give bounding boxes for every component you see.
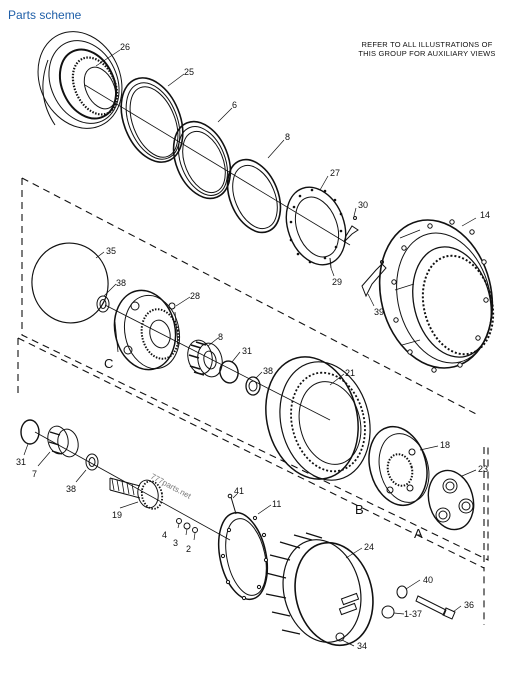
callout-41: 41 bbox=[234, 486, 244, 496]
note-line-1: REFER TO ALL ILLUSTRATIONS OF bbox=[361, 40, 493, 49]
part-8-bearing-race bbox=[226, 158, 282, 234]
callout-leaders bbox=[23, 49, 477, 647]
auxiliary-views-note: REFER TO ALL ILLUSTRATIONS OF THIS GROUP… bbox=[352, 40, 502, 58]
callout-39: 39 bbox=[374, 307, 384, 317]
part-19-sun-gear-shaft bbox=[109, 477, 164, 510]
callout-29: 29 bbox=[332, 277, 342, 287]
callout-38-lower: 38 bbox=[66, 484, 76, 494]
part-35-o-ring bbox=[31, 242, 109, 324]
part-25-seal bbox=[120, 77, 184, 163]
view-letters: A B C bbox=[104, 356, 423, 541]
part-27-flange bbox=[285, 186, 347, 266]
callout-35: 35 bbox=[106, 246, 116, 256]
part-38-thrust-washer-lower bbox=[85, 453, 99, 471]
callout-25: 25 bbox=[184, 67, 194, 77]
part-41-bolt bbox=[227, 493, 237, 515]
part-4-3-2-fasteners bbox=[176, 518, 198, 533]
callout-2: 2 bbox=[186, 544, 191, 554]
callout-8-bearing: 8 bbox=[218, 332, 223, 342]
callout-27: 27 bbox=[330, 168, 340, 178]
callout-31-lower: 31 bbox=[16, 457, 26, 467]
callout-23: 23 bbox=[478, 464, 488, 474]
part-11-gasket bbox=[217, 511, 269, 601]
part-39-bracket bbox=[361, 260, 387, 298]
view-letter-a: A bbox=[414, 526, 423, 541]
dashed-group-outline bbox=[17, 177, 489, 625]
part-26-housing bbox=[37, 31, 123, 129]
callout-6: 6 bbox=[232, 100, 237, 110]
callout-14: 14 bbox=[480, 210, 490, 220]
part-14-ring-gear bbox=[378, 219, 495, 373]
part-31-snap-ring-upper bbox=[219, 360, 239, 384]
callout-8-race: 8 bbox=[285, 132, 290, 142]
callout-38-upper: 38 bbox=[116, 278, 126, 288]
callout-24: 24 bbox=[364, 542, 374, 552]
part-21-ring-gear bbox=[265, 356, 371, 481]
part-31-snap-ring-lower bbox=[20, 419, 40, 445]
view-letter-b: B bbox=[355, 502, 364, 517]
part-28-planet-carrier bbox=[113, 289, 181, 371]
callout-30: 30 bbox=[358, 200, 368, 210]
part-30-clip bbox=[343, 216, 359, 243]
callout-3: 3 bbox=[173, 538, 178, 548]
part-23-planet-carrier bbox=[427, 469, 475, 531]
callout-40: 40 bbox=[423, 575, 433, 585]
callout-28: 28 bbox=[190, 291, 200, 301]
callout-26: 26 bbox=[120, 42, 130, 52]
part-6-seal bbox=[172, 120, 232, 200]
view-letter-c: C bbox=[104, 356, 113, 371]
callout-21: 21 bbox=[345, 368, 355, 378]
part-40-washer bbox=[396, 585, 408, 599]
callout-labels: 26 25 6 8 27 30 14 29 39 35 38 28 8 31 3… bbox=[16, 42, 490, 651]
callout-38-middle: 38 bbox=[263, 366, 273, 376]
page-title: Parts scheme bbox=[8, 8, 82, 22]
callout-11: 11 bbox=[272, 499, 281, 509]
callout-19: 19 bbox=[112, 510, 122, 520]
note-line-2: THIS GROUP FOR AUXILIARY VIEWS bbox=[358, 49, 496, 58]
callout-7: 7 bbox=[32, 469, 37, 479]
part-1-37-plug bbox=[381, 605, 395, 619]
callout-18: 18 bbox=[440, 440, 450, 450]
callout-31-upper: 31 bbox=[242, 346, 252, 356]
callout-4: 4 bbox=[162, 530, 167, 540]
part-24-end-cover bbox=[265, 532, 374, 647]
part-7-roller-bearing bbox=[47, 425, 79, 458]
part-38-thrust-washer-upper bbox=[96, 295, 110, 313]
callout-36: 36 bbox=[464, 600, 474, 610]
part-38-thrust-washer-middle bbox=[245, 376, 261, 396]
part-36-bolt bbox=[415, 595, 456, 620]
part-8-roller-bearing bbox=[187, 339, 223, 378]
callout-34: 34 bbox=[357, 641, 367, 651]
part-29-pin bbox=[329, 257, 332, 269]
part-18-sun-gear-carrier bbox=[368, 425, 430, 507]
callout-1-37: 1-37 bbox=[404, 609, 422, 619]
